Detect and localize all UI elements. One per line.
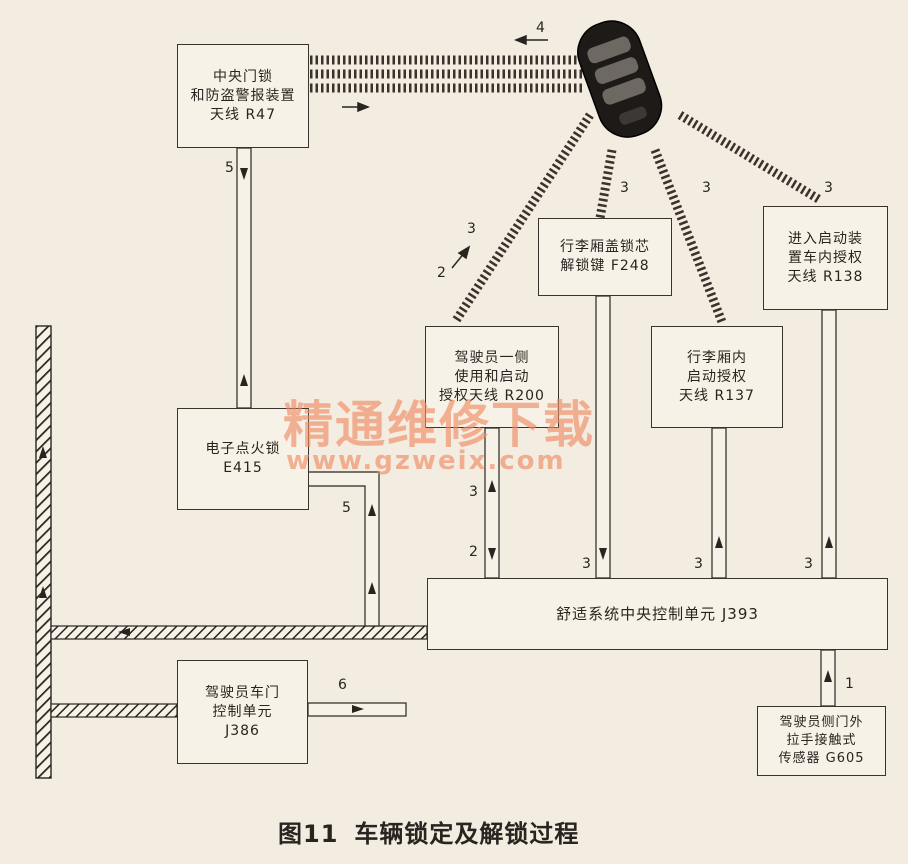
label-3-r138-top: 3 (824, 180, 833, 196)
bus-j393-to-left (50, 625, 428, 640)
arrow-r200-up (488, 480, 496, 492)
label-3-f248-top: 3 (620, 180, 629, 196)
arrow-left-bus-up-2 (39, 586, 47, 598)
label-3-f248-bus: 3 (582, 556, 591, 572)
label-5-e415: 5 (342, 500, 351, 516)
arrow-r200-down (488, 548, 496, 560)
arrow-r47-right (357, 101, 371, 113)
arrow-left-bus-up (39, 446, 47, 458)
label-4: 4 (536, 20, 545, 36)
arrow-bus-j386-right (352, 705, 364, 713)
label-1: 1 (845, 676, 854, 692)
arrow-wire-e415-j393-up (368, 504, 376, 516)
wire-f248-j393 (595, 295, 611, 579)
bus-j386-to-left (50, 703, 178, 718)
label-3-r137-top: 3 (702, 180, 711, 196)
watermark-url: www.gzweix.com (286, 446, 566, 476)
figure-title: 车辆锁定及解锁过程 (354, 820, 580, 848)
control-unit-j393-box: 舒适系统中央控制单元 J393 (427, 578, 888, 650)
arrow-wire-j393-e415-up (368, 582, 376, 594)
label-3-r200-top: 3 (467, 221, 476, 237)
wave-key-f248 (595, 149, 617, 219)
wave-key-r138 (677, 111, 823, 204)
key-fob-icon (577, 20, 663, 138)
label-2-r200-bus: 2 (469, 544, 478, 560)
label-3-r200-bus: 3 (469, 484, 478, 500)
trunk-release-f248-box: 行李厢盖锁芯 解锁键 F248 (538, 218, 672, 296)
arrow-g605-up (824, 670, 832, 682)
arrow-r138-up (825, 536, 833, 548)
arrow-2-up (457, 245, 471, 260)
label-3-r137-bus: 3 (694, 556, 703, 572)
arrow-f248-down (599, 548, 607, 560)
wire-r137-j393 (711, 427, 727, 579)
antenna-r137-box: 行李厢内 启动授权 天线 R137 (651, 326, 783, 428)
door-control-j386-box: 驾驶员车门 控制单元 J386 (177, 660, 308, 764)
wire-r47-e415 (236, 147, 252, 409)
wire-e415-j393 (307, 471, 380, 627)
label-5-r47: 5 (225, 160, 234, 176)
watermark-title: 精通维修下载 (283, 396, 595, 454)
figure-number: 图11 (278, 820, 339, 848)
label-3-r138-bus: 3 (804, 556, 813, 572)
sensor-g605-box: 驾驶员侧门外 拉手接触式 传感器 G605 (757, 706, 886, 776)
left-bus-vertical (35, 325, 52, 779)
wave-key-r200 (451, 112, 594, 325)
ignition-lock-e415-box: 电子点火锁 E415 (177, 408, 309, 510)
antenna-r47-box: 中央门锁 和防盗警报装置 天线 R47 (177, 44, 309, 148)
arrow-wire-r47-down (240, 168, 248, 180)
antenna-r200-box: 驾驶员一侧 使用和启动 授权天线 R200 (425, 326, 559, 428)
arrow-bus-left (118, 628, 130, 636)
arrow-wire-e415-up (240, 374, 248, 386)
label-6: 6 (338, 677, 347, 693)
arrow-4-left (513, 34, 527, 46)
label-2-r200-top: 2 (437, 265, 446, 281)
arrow-r137-up (715, 536, 723, 548)
figure-caption: 图11 车辆锁定及解锁过程 (278, 814, 595, 849)
antenna-r138-box: 进入启动装 置车内授权 天线 R138 (763, 206, 888, 310)
